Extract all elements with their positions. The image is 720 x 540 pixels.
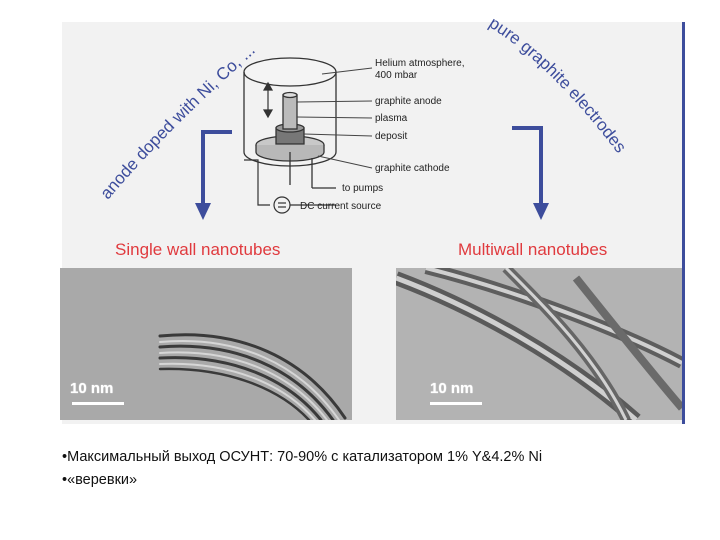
right-flow-arrow bbox=[512, 126, 549, 220]
cathode-label: graphite cathode bbox=[375, 163, 450, 174]
left-scale-bar bbox=[72, 402, 124, 405]
plasma-label: plasma bbox=[375, 113, 408, 124]
right-scale-bar bbox=[430, 402, 482, 405]
single-wall-heading: Single wall nanotubes bbox=[115, 240, 281, 259]
atmosphere-label-line1: Helium atmosphere, bbox=[375, 58, 464, 69]
left-flow-arrow bbox=[195, 130, 232, 220]
right-divider-line bbox=[682, 22, 685, 424]
note-yield: •Максимальный выход ОСУНТ: 70-90% с ката… bbox=[62, 449, 543, 465]
label-leaders bbox=[296, 67, 373, 169]
multiwall-heading: Multiwall nanotubes bbox=[458, 240, 608, 259]
multiwall-tem-image: 10 nm bbox=[396, 268, 682, 420]
atmosphere-label-line2: 400 mbar bbox=[375, 70, 418, 81]
notes-list: •Максимальный выход ОСУНТ: 70-90% с ката… bbox=[62, 446, 702, 492]
right-scale-label: 10 nm bbox=[430, 380, 474, 397]
pumps-label: to pumps bbox=[342, 183, 383, 194]
anode-label: graphite anode bbox=[375, 96, 442, 107]
left-curved-label: anode doped with Ni, Co, ... bbox=[96, 40, 258, 202]
deposit-label: deposit bbox=[375, 131, 407, 142]
left-scale-label: 10 nm bbox=[70, 380, 114, 397]
single-wall-tem-image: 10 nm bbox=[60, 268, 352, 420]
anode-movement-arrow bbox=[262, 81, 274, 119]
reaction-chamber bbox=[243, 57, 337, 189]
source-label: DC current source bbox=[300, 201, 382, 212]
right-curved-label: pure graphite electrodes bbox=[486, 13, 630, 156]
dc-source-symbol bbox=[244, 159, 336, 214]
note-ropes: •«веревки» bbox=[62, 472, 138, 488]
